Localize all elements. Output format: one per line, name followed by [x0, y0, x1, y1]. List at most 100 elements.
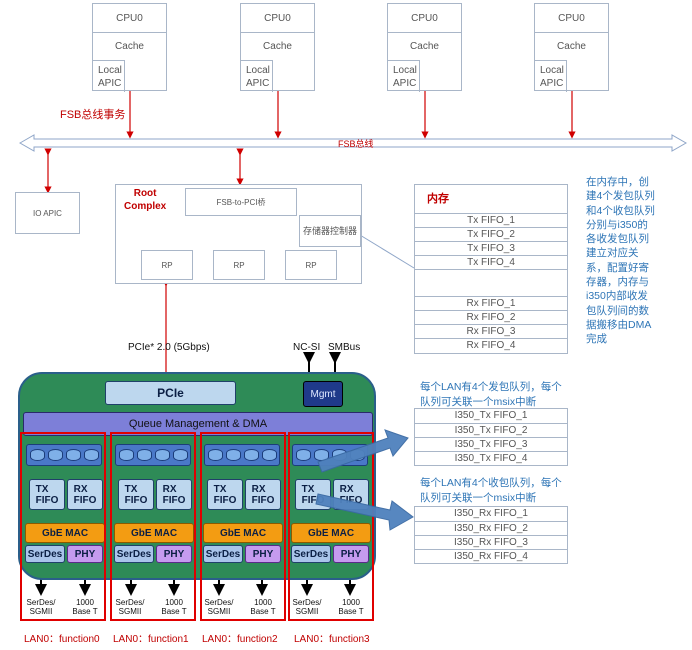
memory-note: 在内存中，创建4个发包队列和4个收包队列分别与i350的各收发包队列建立对应关系…	[586, 176, 655, 346]
queue-cylinder-icon	[65, 449, 81, 461]
memory-rx-fifo: Rx FIFO_2	[415, 310, 567, 324]
pcie-block: PCIe	[105, 381, 236, 405]
i350-rx-table: I350_Rx FIFO_1 I350_Rx FIFO_2 I350_Rx FI…	[414, 506, 568, 564]
i350-tx-fifo: I350_Tx FIFO_2	[415, 423, 567, 437]
phy: PHY	[156, 545, 192, 563]
root-port: RP	[213, 250, 265, 280]
queue-cylinders	[115, 444, 191, 466]
rx-fifo: RX FIFO	[156, 479, 192, 510]
cpu-cache: Cache	[241, 32, 314, 60]
rx-mapping-arrow	[315, 493, 414, 531]
memory-controller: 存储器控制器	[299, 215, 361, 247]
i350-tx-fifo: I350_Tx FIFO_1	[454, 410, 528, 421]
cpu-title: CPU0	[116, 12, 143, 24]
tx-fifo: TX FIFO	[207, 479, 243, 510]
queue-cylinder-icon	[207, 449, 223, 461]
queue-cylinders	[204, 444, 280, 466]
port-label-serdes: SerDes/ SGMII	[115, 598, 145, 616]
phy: PHY	[67, 545, 103, 563]
memory-rx-fifo: Rx FIFO_4	[415, 338, 567, 352]
function-box	[288, 432, 374, 621]
queue-cylinder-icon	[136, 449, 152, 461]
queue-management-dma-label: Queue Management & DMA	[128, 418, 268, 430]
cpu-block: CPU0 Cache Local APIC	[534, 3, 609, 92]
root-port: RP	[141, 250, 193, 280]
queue-cylinder-icon	[225, 449, 241, 461]
pcie-link-label: PCIe* 2.0 (5Gbps)	[128, 342, 210, 353]
cpu-local-apic: Local APIC	[388, 60, 420, 92]
root-complex-title: Root Complex	[124, 188, 167, 212]
queue-cylinder-icon	[243, 449, 259, 461]
root-port: RP	[285, 250, 337, 280]
queue-cylinder-icon	[29, 449, 45, 461]
fsb-pci-bridge-label: FSB-to-PCI桥	[216, 197, 266, 207]
cpu-local-apic: Local APIC	[241, 60, 273, 92]
gbe-mac: GbE MAC	[291, 523, 371, 543]
queue-cylinder-icon	[118, 449, 134, 461]
function-box	[20, 432, 106, 621]
i350-tx-fifo: I350_Tx FIFO_4	[415, 451, 567, 465]
rx-fifo: RX FIFO	[245, 479, 281, 510]
phy: PHY	[245, 545, 281, 563]
ncsi-label: NC-SI	[293, 342, 321, 353]
queue-cylinder-icon	[154, 449, 170, 461]
root-port-label: RP	[233, 260, 245, 270]
port-label-serdes: SerDes/ SGMII	[204, 598, 234, 616]
memory-tx-fifo: Tx FIFO_1	[415, 213, 567, 227]
serdes: SerDes	[291, 545, 331, 563]
memctrl-memory-line	[354, 231, 415, 269]
cpu-local-apic: Local APIC	[535, 60, 567, 92]
function-label: LAN0：function0	[24, 634, 100, 645]
cpu-block: CPU0 Cache Local APIC	[387, 3, 462, 92]
mgmt-block: Mgmt	[303, 381, 343, 407]
queue-cylinder-icon	[295, 449, 311, 461]
cpu-cache: Cache	[535, 32, 608, 60]
memory-controller-label: 存储器控制器	[302, 226, 357, 236]
serdes: SerDes	[203, 545, 243, 563]
i350-rx-fifo: I350_Rx FIFO_3	[415, 535, 567, 549]
root-complex: Root Complex FSB-to-PCI桥 存储器控制器 RP RP RP	[115, 184, 362, 284]
root-port-label: RP	[305, 260, 317, 270]
cpu-block: CPU0 Cache Local APIC	[240, 3, 315, 92]
memory-title: 内存	[427, 193, 449, 205]
queue-cylinder-icon	[83, 449, 99, 461]
cpu-title: CPU0	[264, 12, 291, 24]
i350-tx-fifo: I350_Tx FIFO_3	[415, 437, 567, 451]
serdes: SerDes	[114, 545, 154, 563]
memory-tx-fifo: Tx FIFO_3	[415, 241, 567, 255]
cpu-local-apic: Local APIC	[93, 60, 125, 92]
queue-cylinder-icon	[172, 449, 188, 461]
memory-rx-fifo: Rx FIFO_1	[415, 296, 567, 310]
tx-queue-note: 每个LAN有4个发包队列，每个队列可关联一个msix中断	[420, 381, 562, 408]
io-apic-label: IO APIC	[33, 208, 62, 218]
cpu-cache: Cache	[388, 32, 461, 60]
fsb-transaction-label: FSB总线事务	[60, 109, 126, 121]
port-label-base-t: 1000 Base T	[338, 598, 364, 616]
function-label: LAN0：function3	[294, 634, 370, 645]
rx-fifo: RX FIFO	[67, 479, 103, 510]
root-port-label: RP	[161, 260, 173, 270]
tx-fifo: TX FIFO	[118, 479, 154, 510]
memory-rx-fifo: Rx FIFO_3	[415, 324, 567, 338]
i350-tx-table: I350_Tx FIFO_1 I350_Tx FIFO_2 I350_Tx FI…	[414, 408, 568, 466]
cpu-title: CPU0	[411, 12, 438, 24]
serdes: SerDes	[25, 545, 65, 563]
memory-table: 内存 Tx FIFO_1 Tx FIFO_2 Tx FIFO_3 Tx FIFO…	[414, 184, 568, 354]
fsb-pci-bridge: FSB-to-PCI桥	[185, 188, 297, 216]
tx-mapping-arrow	[317, 429, 409, 473]
port-label-base-t: 1000 Base T	[250, 598, 276, 616]
fsb-bus-label: FSB总线	[338, 139, 374, 149]
memory-spacer	[415, 269, 567, 296]
i350-rx-fifo: I350_Rx FIFO_2	[415, 521, 567, 535]
memory-tx-fifo: Tx FIFO_4	[415, 255, 567, 269]
gbe-mac: GbE MAC	[203, 523, 283, 543]
gbe-mac: GbE MAC	[114, 523, 194, 543]
io-apic: IO APIC	[15, 192, 80, 234]
port-label-base-t: 1000 Base T	[72, 598, 98, 616]
gbe-mac: GbE MAC	[25, 523, 105, 543]
cpu-title: CPU0	[558, 12, 585, 24]
i350-rx-fifo: I350_Rx FIFO_1	[454, 508, 528, 519]
mgmt-block-label: Mgmt	[310, 388, 336, 400]
i350-rx-fifo: I350_Rx FIFO_4	[415, 549, 567, 563]
